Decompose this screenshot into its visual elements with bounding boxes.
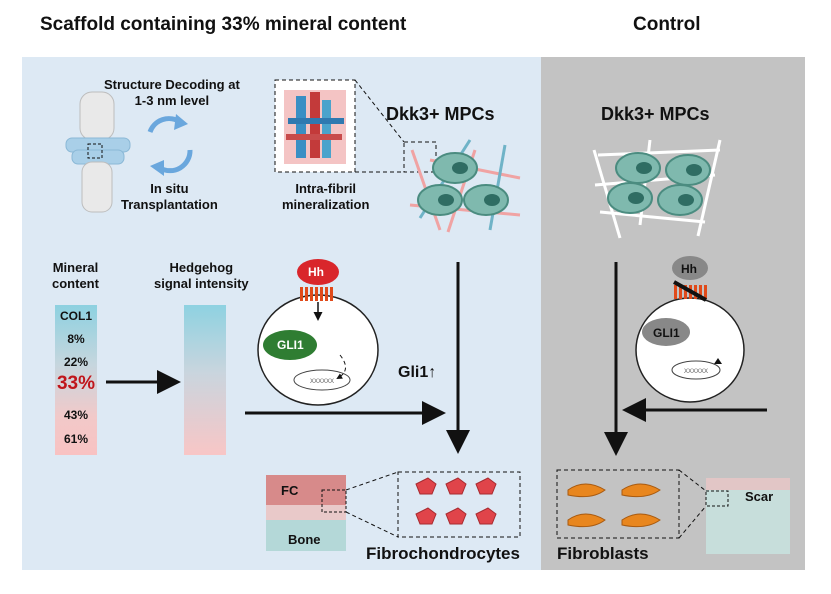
- gli1-label-right: GLI1: [653, 326, 680, 340]
- intrafibril-inset: [274, 79, 356, 173]
- in-situ-line1: In situ: [150, 181, 189, 196]
- hedgehog-label: Hedgehog signal intensity: [154, 260, 249, 292]
- cycle-arrows-icon: [147, 116, 193, 174]
- knee-joint-icon: [65, 91, 131, 213]
- signaling-cell-right: XXXXXX: [635, 256, 745, 403]
- structure-decoding-line1: Structure Decoding at: [104, 77, 240, 92]
- bone-label: Bone: [288, 532, 321, 547]
- mineral-content-scale: COL1 8% 22% 33% 43% 61%: [55, 305, 97, 455]
- intrafibril-label: Intra-fibril mineralization: [282, 181, 369, 213]
- hh-label-left: Hh: [308, 265, 324, 279]
- in-situ-label: In situ Transplantation: [121, 181, 218, 213]
- hedgehog-line1: Hedgehog: [169, 260, 234, 275]
- hedgehog-line2: signal intensity: [154, 276, 249, 291]
- gli1-label-left: GLI1: [277, 338, 304, 352]
- fc-label: FC: [281, 483, 299, 498]
- mineral-content-line1: Mineral: [52, 260, 99, 275]
- in-situ-line2: Transplantation: [121, 197, 218, 212]
- intrafibril-line1: Intra-fibril: [295, 181, 357, 196]
- structure-decoding-label: Structure Decoding at 1-3 nm level: [104, 77, 240, 109]
- histology-scar-image: [705, 478, 790, 554]
- structure-decoding-line2: 1-3 nm level: [134, 93, 210, 108]
- fibroblast-cells: [567, 483, 661, 528]
- scar-label: Scar: [745, 489, 774, 504]
- mpc-cells-left: [417, 152, 509, 216]
- dkk3-label-right: Dkk3+ MPCs: [601, 104, 710, 124]
- fibrochondrocyte-cells: [415, 477, 497, 525]
- svg-text:XXXXXX: XXXXXX: [310, 379, 334, 385]
- fibrochondrocyte-zoom: [397, 471, 521, 538]
- dkk3-label-left: Dkk3+ MPCs: [386, 104, 495, 124]
- mineral-value: 43%: [63, 408, 89, 422]
- hedgehog-intensity-bar: [184, 305, 226, 455]
- signaling-cell-left: XXXXXX: [257, 259, 379, 406]
- mineral-value: 8%: [67, 332, 85, 346]
- fibrochondrocytes-label: Fibrochondrocytes: [366, 544, 520, 563]
- intrafibril-line2: mineralization: [282, 197, 370, 212]
- mineral-content-line2: content: [52, 276, 99, 291]
- mineral-value-highlight: 33%: [56, 373, 96, 394]
- title-right: Control: [633, 14, 701, 35]
- histology-fc-image: [266, 475, 347, 551]
- gli1-up-label: Gli1↑: [398, 364, 437, 381]
- mineral-value: 22%: [63, 355, 89, 369]
- mineral-content-label: Mineral content: [52, 260, 99, 292]
- hh-label-right: Hh: [681, 262, 697, 276]
- fibroblasts-label: Fibroblasts: [557, 544, 649, 563]
- mineral-value: 61%: [63, 432, 89, 446]
- mpc-cells-right: [607, 152, 711, 216]
- title-left: Scaffold containing 33% mineral content: [40, 14, 407, 35]
- svg-text:XXXXXX: XXXXXX: [684, 369, 708, 375]
- mineral-value: COL1: [59, 309, 92, 323]
- fibroblast-zoom: [556, 469, 680, 539]
